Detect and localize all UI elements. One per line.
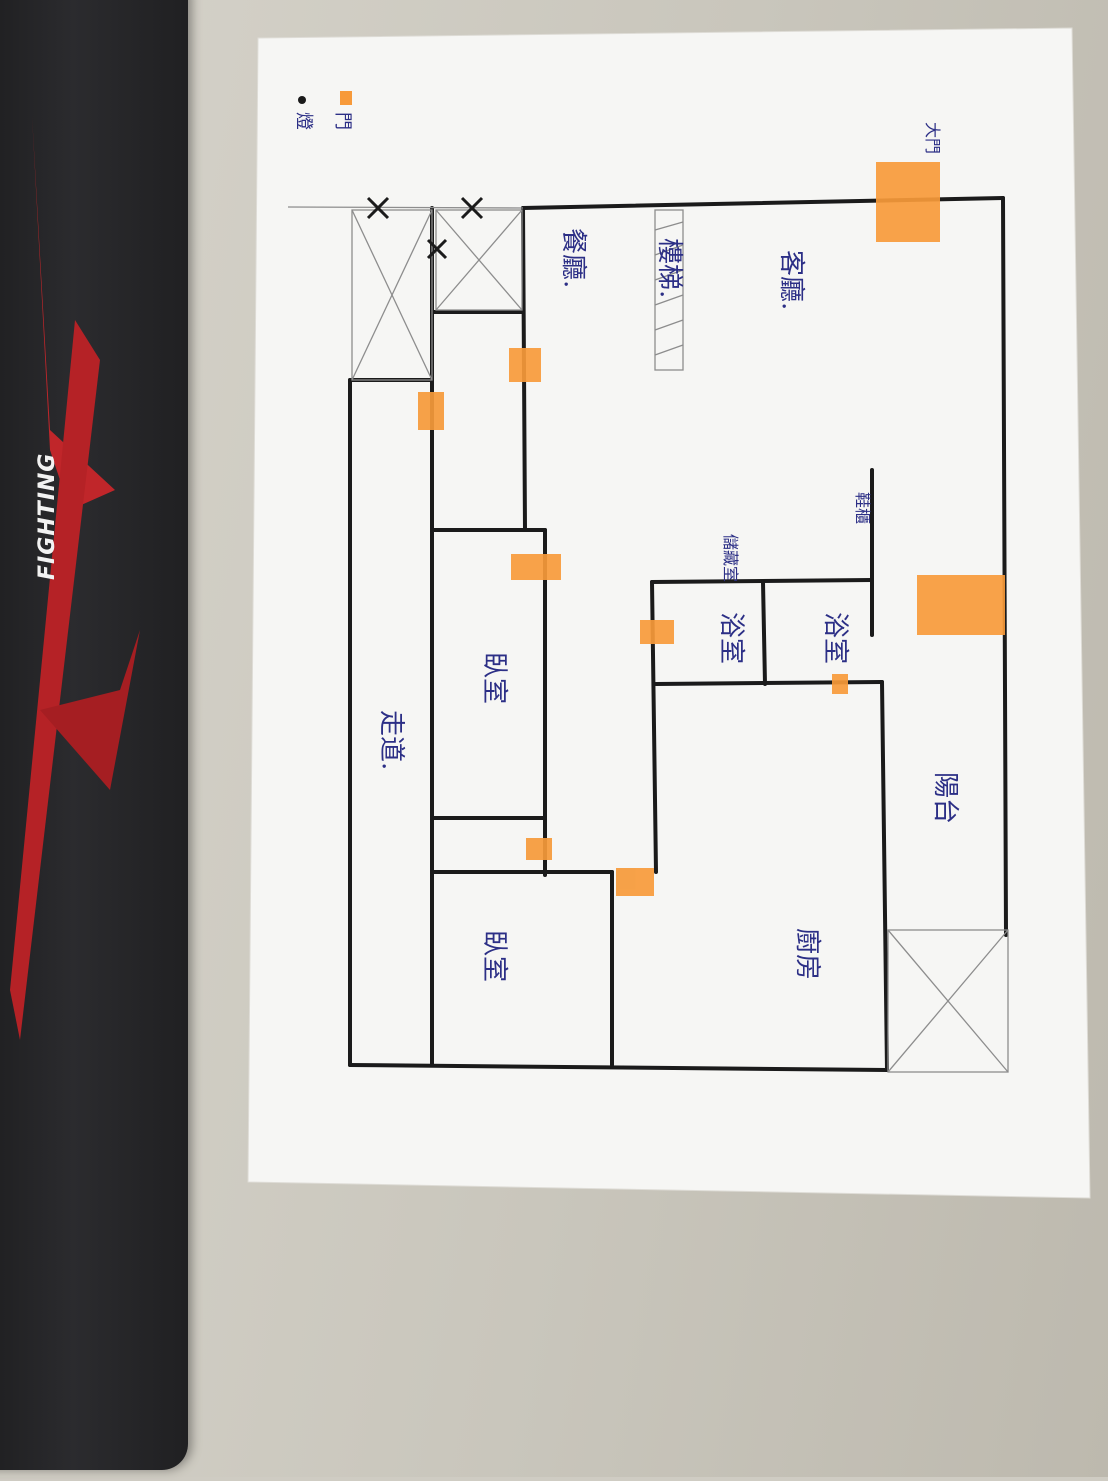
wall-bath-bottom bbox=[654, 680, 884, 686]
mousepad: FIGHTING bbox=[0, 0, 188, 1470]
door-bath2 bbox=[832, 674, 848, 694]
logo-stripe-bottom bbox=[10, 320, 100, 1040]
door-stair bbox=[509, 348, 541, 382]
wall-bath-divider bbox=[761, 580, 767, 686]
door-bedroom2 bbox=[526, 838, 552, 860]
label-main-door: 大門 bbox=[923, 122, 942, 155]
door-corridor bbox=[418, 392, 444, 430]
wall-kitchen-right bbox=[880, 680, 889, 1072]
room-stairs: 樓梯. bbox=[654, 238, 684, 299]
light-marks bbox=[366, 196, 484, 260]
wall-right bbox=[1001, 196, 1008, 937]
elevator-shaft-2 bbox=[435, 209, 523, 311]
wall-bottom bbox=[348, 1063, 889, 1072]
storage-box bbox=[887, 929, 1009, 1073]
door-balcony bbox=[917, 575, 1005, 635]
room-kitchen: 廚房 bbox=[792, 928, 822, 981]
room-cabinet: 鞋櫃 bbox=[853, 492, 872, 525]
legend-door-label: 門 bbox=[332, 112, 353, 130]
legend-light-label: 燈 bbox=[293, 112, 314, 130]
door-bath1 bbox=[640, 620, 674, 644]
room-bedroom2: 臥室 bbox=[479, 930, 509, 983]
room-bath2: 浴室 bbox=[820, 612, 850, 665]
door-kitchen bbox=[616, 868, 654, 896]
room-storage: 儲藏室 bbox=[721, 534, 740, 583]
door-bedroom1 bbox=[511, 554, 561, 580]
room-balcony: 陽台 bbox=[930, 772, 960, 825]
stair-hatch bbox=[654, 209, 684, 371]
room-bath1: 浴室 bbox=[716, 612, 746, 665]
room-living: 客廳. bbox=[776, 250, 806, 311]
room-bedroom1: 臥室 bbox=[479, 652, 509, 705]
paper-sheet bbox=[247, 27, 1091, 1199]
legend-door-swatch bbox=[340, 91, 352, 105]
room-dining: 餐廳. bbox=[558, 228, 588, 289]
logo-stripe-mid bbox=[40, 630, 140, 790]
elevator-shaft-1 bbox=[351, 209, 433, 381]
door-main bbox=[876, 162, 940, 242]
room-corridor: 走道. bbox=[376, 710, 406, 771]
mousepad-logo-graphic bbox=[10, 115, 140, 1040]
door-markers bbox=[418, 162, 1005, 896]
legend-light-swatch bbox=[298, 96, 306, 104]
pencil-lines bbox=[287, 206, 1009, 1073]
